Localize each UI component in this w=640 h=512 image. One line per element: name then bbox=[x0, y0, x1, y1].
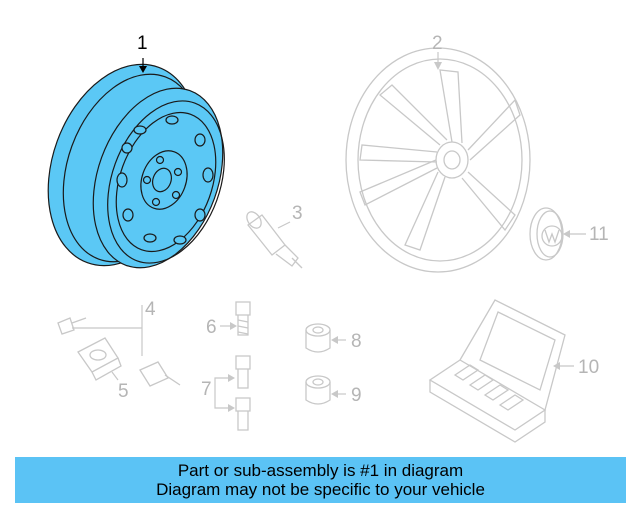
callout-3: 3 bbox=[292, 203, 303, 224]
callout-4: 4 bbox=[145, 299, 156, 320]
callout-11: 11 bbox=[589, 224, 609, 245]
callout-9: 9 bbox=[351, 385, 362, 406]
banner-line-part: Part or sub-assembly is #1 in diagram bbox=[177, 461, 464, 480]
tpms-sensor-icon[interactable] bbox=[57, 317, 181, 387]
alloy-wheel-icon[interactable] bbox=[345, 47, 531, 273]
lug-bolt-pair-icon[interactable] bbox=[235, 355, 251, 431]
parts-diagram bbox=[22, 43, 586, 443]
callout-8: 8 bbox=[351, 331, 362, 352]
valve-stem-icon[interactable] bbox=[244, 209, 303, 269]
info-banner: Part or sub-assembly is #1 in diagram Di… bbox=[15, 457, 626, 503]
steel-wheel-icon[interactable] bbox=[22, 43, 247, 286]
callout-1: 1 bbox=[137, 33, 148, 54]
banner-line-disclaimer: Diagram may not be specific to your vehi… bbox=[156, 480, 485, 499]
lug-bolt-icon[interactable] bbox=[235, 301, 251, 336]
lug-nut-icon[interactable] bbox=[305, 323, 331, 405]
tool-kit-case-icon[interactable] bbox=[428, 299, 566, 443]
callout-7: 7 bbox=[201, 379, 212, 400]
center-cap-icon[interactable] bbox=[529, 207, 564, 261]
callout-5: 5 bbox=[118, 381, 129, 402]
callout-6: 6 bbox=[206, 317, 217, 338]
callout-2: 2 bbox=[432, 33, 443, 54]
callout-10: 10 bbox=[578, 357, 600, 378]
